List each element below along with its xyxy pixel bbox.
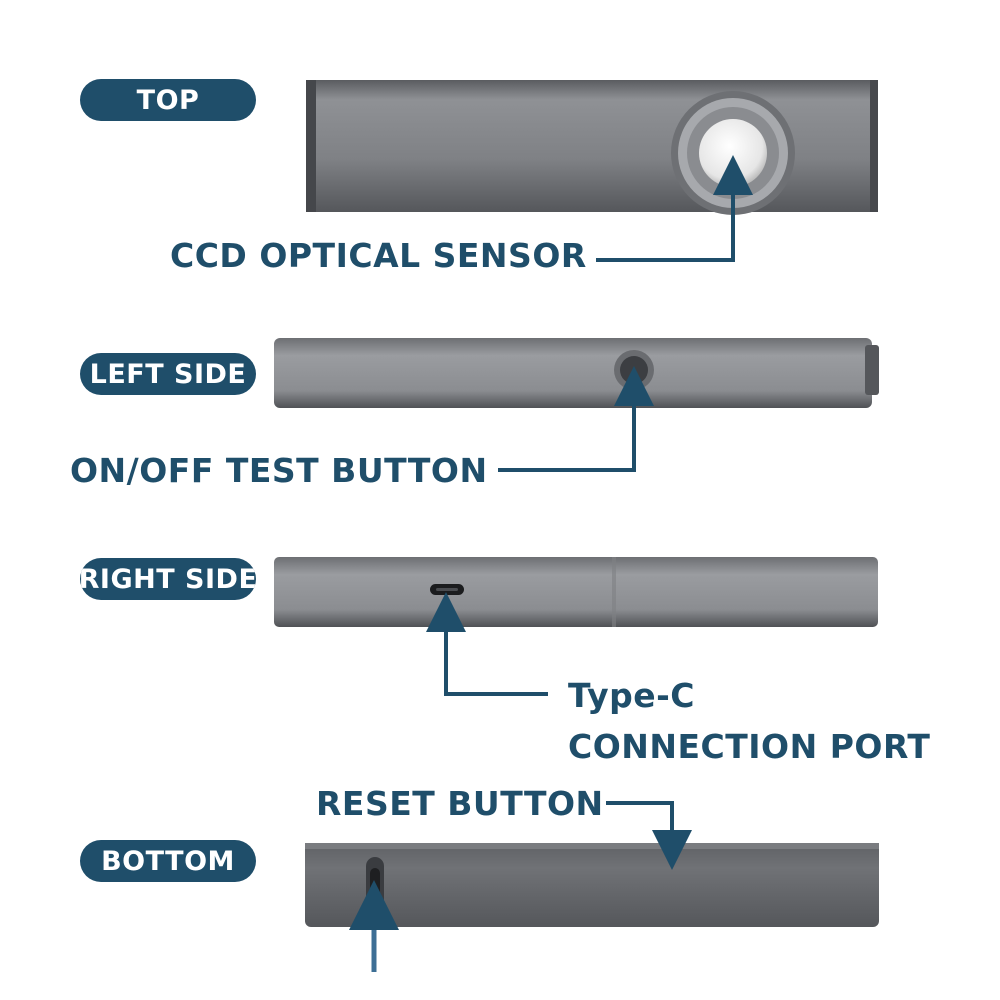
reset-leader-line xyxy=(606,801,692,870)
view-label-left-side: LEFT SIDE xyxy=(80,353,256,395)
ccd-sensor-icon xyxy=(671,91,795,215)
reset-hole-icon xyxy=(668,859,674,865)
leader-lines xyxy=(349,155,753,972)
type-c-port-icon xyxy=(430,584,464,595)
view-label-top: TOP xyxy=(80,79,256,121)
onoff-leader-line xyxy=(498,366,654,472)
view-label-right-side: RIGHT SIDE xyxy=(80,558,256,600)
top-view-device xyxy=(306,80,878,215)
left-side-view-device xyxy=(274,338,879,408)
ccd-leader-line xyxy=(596,155,753,262)
view-label-bottom: BOTTOM xyxy=(80,840,256,882)
onoff-button-callout: ON/OFF TEST BUTTON xyxy=(70,451,488,490)
ccd-sensor-callout: CCD OPTICAL SENSOR xyxy=(170,236,587,275)
typec-leader-line xyxy=(426,592,548,696)
bottom-view-device xyxy=(305,843,879,927)
reset-button-callout: RESET BUTTON xyxy=(316,784,604,823)
typec-callout-line1: Type-C xyxy=(568,676,696,715)
typec-callout-line2: CONNECTION PORT xyxy=(568,727,931,766)
on-off-button-icon xyxy=(614,350,654,390)
right-side-view-device xyxy=(274,557,878,627)
